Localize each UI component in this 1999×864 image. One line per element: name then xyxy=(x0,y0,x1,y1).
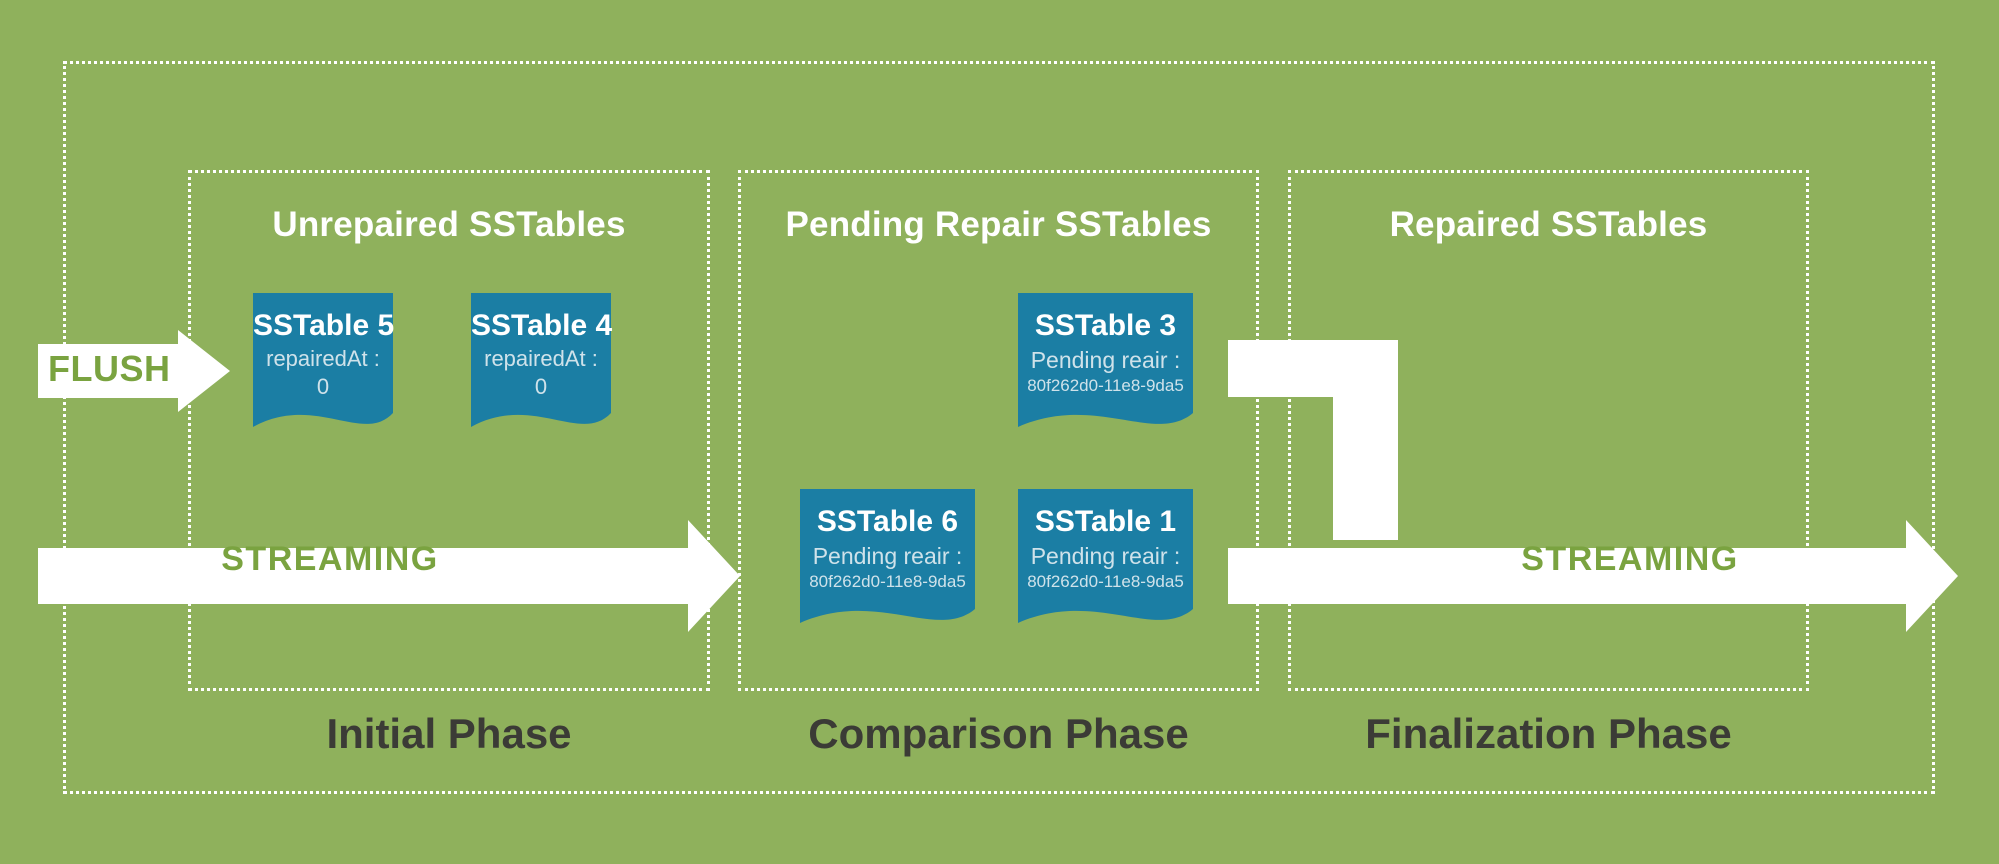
phase-caption-comparison: Comparison Phase xyxy=(808,710,1189,757)
flush-arrow-label: FLUSH xyxy=(48,348,171,389)
sstable-card-attr-label: Pending reair : xyxy=(1030,543,1181,569)
phase-caption-initial: Initial Phase xyxy=(326,710,572,757)
sstable-card-name: SSTable 3 xyxy=(1034,309,1177,342)
flush-arrow-icon xyxy=(38,330,230,412)
sstable-card-attr-label: Pending reair : xyxy=(1030,347,1181,373)
streaming-arrow-right-label: STREAMING xyxy=(1521,540,1739,578)
sstable-card-attr-value: 0 xyxy=(316,374,330,399)
sstable-card-attr-label: Pending reair : xyxy=(812,543,963,569)
sstable-card-attr-label: repairedAt : xyxy=(484,346,598,371)
section-heading-repaired: Repaired SSTables xyxy=(1389,205,1708,244)
streaming-arrow-left-icon xyxy=(38,520,740,632)
sstable-card-uuid: 80f262d0-11e8-9da5 xyxy=(1027,572,1184,591)
section-heading-unrepaired: Unrepaired SSTables xyxy=(272,205,626,244)
sstable-card-name: SSTable 6 xyxy=(816,505,959,538)
pending-to-repaired-connector-icon xyxy=(1228,340,1398,540)
sstable-card-uuid: 80f262d0-11e8-9da5 xyxy=(809,572,966,591)
streaming-arrow-left-label: STREAMING xyxy=(221,540,439,578)
phase-caption-finalization: Finalization Phase xyxy=(1365,710,1732,757)
sstable-card-uuid: 80f262d0-11e8-9da5 xyxy=(1027,376,1184,395)
sstable-card-name: SSTable 5 xyxy=(253,309,395,342)
sstable-card-name: SSTable 4 xyxy=(471,309,613,342)
sstable-card-name: SSTable 1 xyxy=(1034,505,1177,538)
sstable-card-attr-value: 0 xyxy=(534,374,548,399)
sstable-card-attr-label: repairedAt : xyxy=(266,346,380,371)
section-heading-pending-repair: Pending Repair SSTables xyxy=(785,205,1212,244)
streaming-arrow-right-icon xyxy=(1228,520,1958,632)
